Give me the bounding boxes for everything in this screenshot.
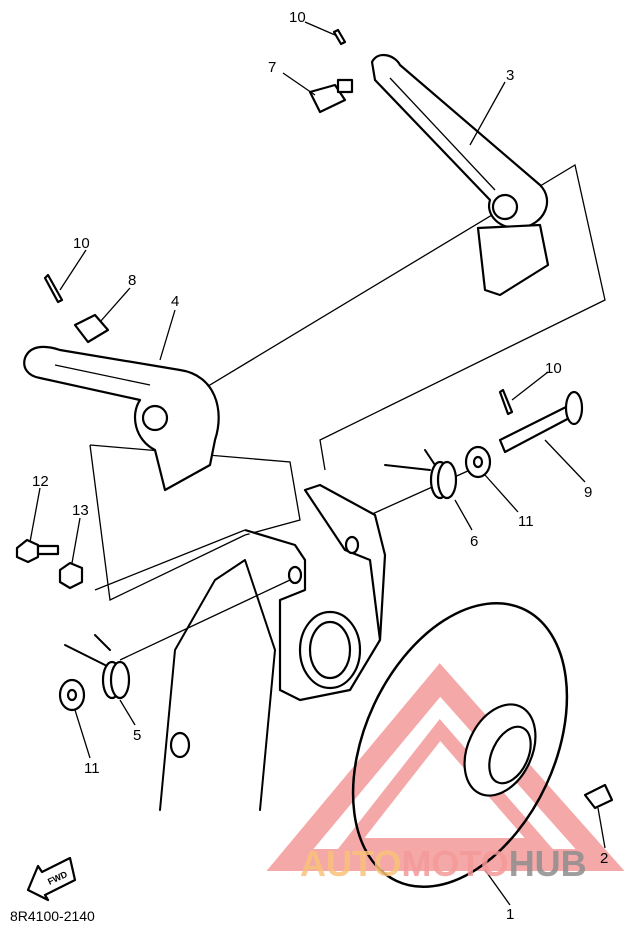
washer-part-11-left xyxy=(58,678,86,712)
cotter-pin-left xyxy=(43,273,64,304)
callout: 11 xyxy=(518,513,534,530)
shaft-part-9 xyxy=(498,390,584,454)
disc-part-1 xyxy=(351,601,569,889)
callout: 10 xyxy=(289,9,306,26)
callout: 4 xyxy=(171,293,179,310)
spring-part-6 xyxy=(384,449,458,500)
callout: 11 xyxy=(84,760,100,777)
housing-bracket xyxy=(159,483,387,811)
callout: 5 xyxy=(133,727,141,744)
pin-part-7 xyxy=(308,78,354,114)
key-part-2 xyxy=(583,783,614,810)
callout: 8 xyxy=(128,272,136,289)
watermark-hub: HUB xyxy=(508,843,587,884)
callout: 1 xyxy=(506,906,514,923)
bolt-part-12 xyxy=(15,538,60,564)
watermark-auto: AUTO xyxy=(300,843,402,884)
callout: 10 xyxy=(73,235,90,252)
watermark-moto: MOTO xyxy=(401,843,509,884)
cotter-pin-right xyxy=(498,388,514,416)
watermark-logo: AUTOMOTOHUB xyxy=(300,843,587,885)
fwd-arrow-icon: FWD xyxy=(26,856,77,902)
callout-numbers: 10 7 3 10 8 4 10 9 12 13 6 11 5 11 2 1 xyxy=(32,9,608,923)
spring-part-5 xyxy=(64,634,131,700)
callout: 2 xyxy=(600,850,608,867)
nut-part-13 xyxy=(58,561,84,590)
callout: 12 xyxy=(32,473,49,490)
callout: 7 xyxy=(268,59,276,76)
washer-part-11-right xyxy=(464,445,492,479)
callout: 10 xyxy=(545,360,562,377)
leader-lines xyxy=(29,21,606,906)
arm-part-4 xyxy=(23,345,220,492)
callout: 9 xyxy=(584,484,592,501)
callout: 13 xyxy=(72,502,89,519)
cotter-pin-top xyxy=(332,28,347,46)
callout: 6 xyxy=(470,533,478,550)
callout: 3 xyxy=(506,67,514,84)
diagram-code: 8R4100-2140 xyxy=(10,908,95,924)
arm-part-3 xyxy=(370,53,550,297)
